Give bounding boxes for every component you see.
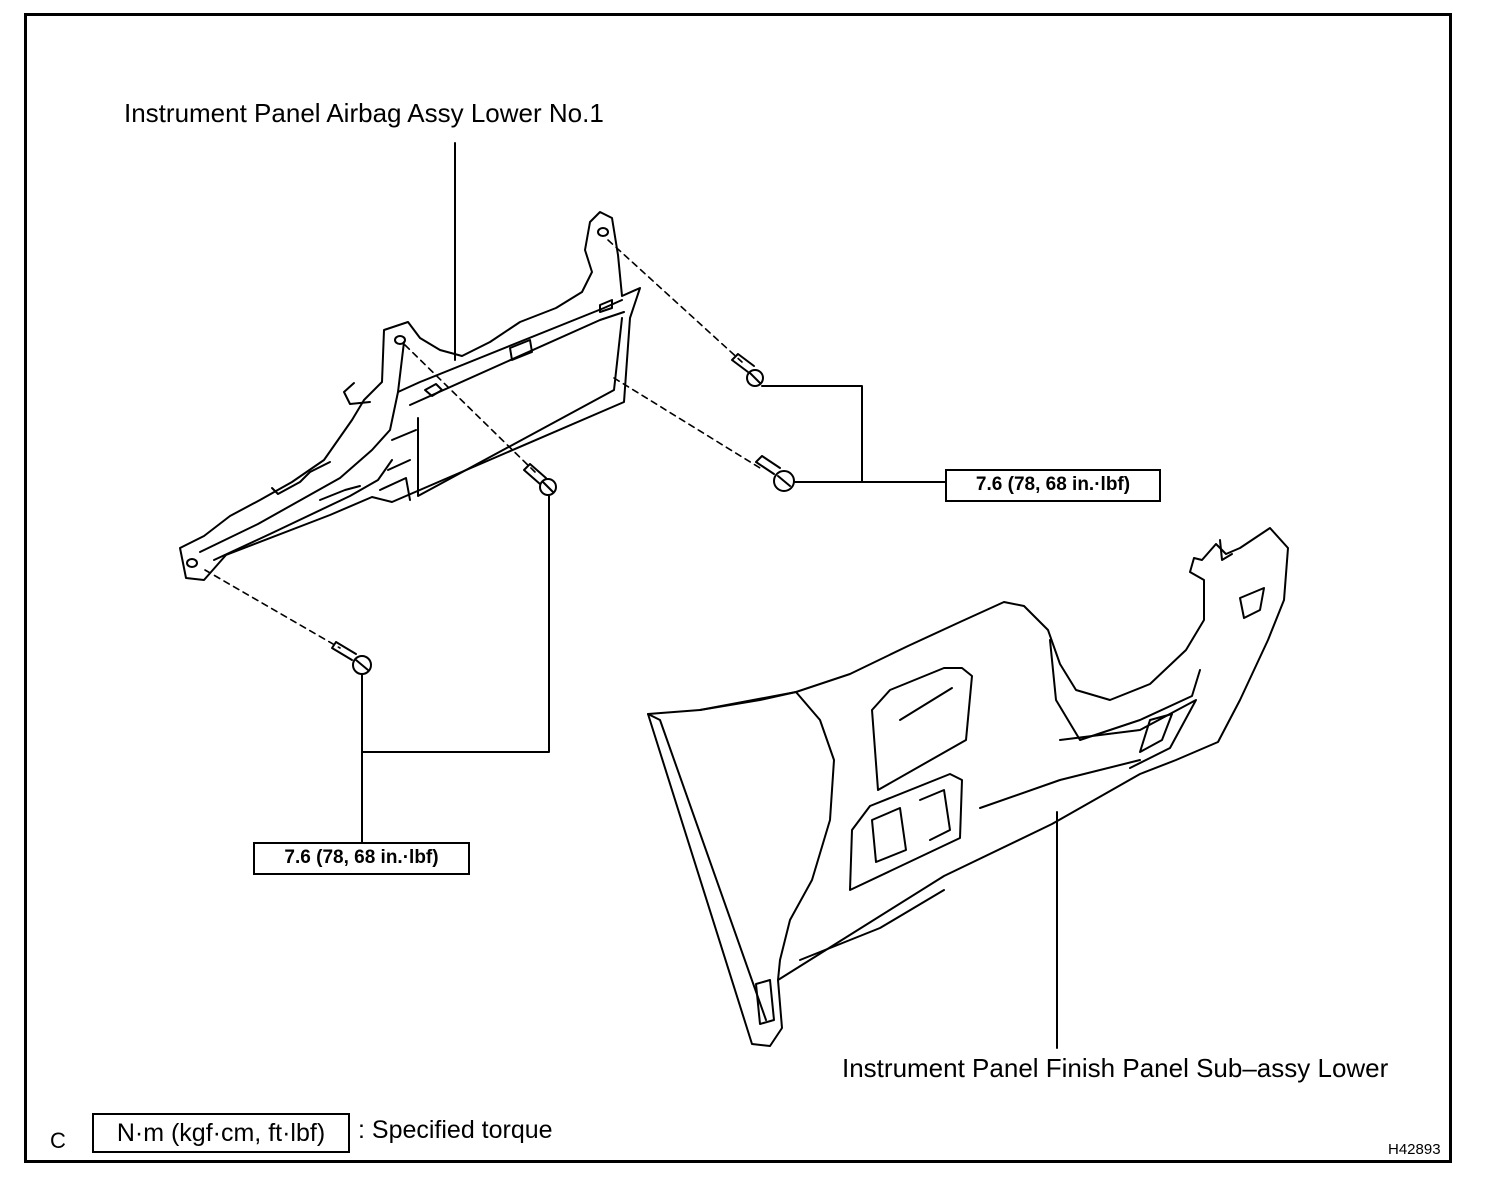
bolt-center: [523, 463, 557, 496]
torque-legend-description: : Specified torque: [358, 1116, 553, 1144]
bolt-left: [331, 641, 372, 675]
bolt-top-right: [731, 353, 764, 387]
airbag-assy-lower-part: [179, 211, 641, 581]
airbag-assy-lower-label: Instrument Panel Airbag Assy Lower No.1: [124, 98, 604, 128]
diagram-frame: [24, 13, 1452, 1163]
torque-spec-left: 7.6 (78, 68 in.·lbf): [253, 842, 470, 875]
torque-callout-lines-right: [761, 385, 947, 483]
corner-letter: C: [50, 1128, 66, 1153]
bolt-right: [755, 455, 795, 492]
torque-unit-legend-box: N·m (kgf·cm, ft·lbf): [92, 1113, 350, 1153]
alignment-lines: [204, 239, 761, 649]
finish-panel-lower-label: Instrument Panel Finish Panel Sub–assy L…: [842, 1053, 1389, 1083]
figure-id: H42893: [1388, 1141, 1441, 1158]
torque-spec-right: 7.6 (78, 68 in.·lbf): [945, 469, 1161, 502]
finish-panel-lower-part: [647, 527, 1289, 1047]
torque-callout-lines-left: [361, 495, 550, 847]
